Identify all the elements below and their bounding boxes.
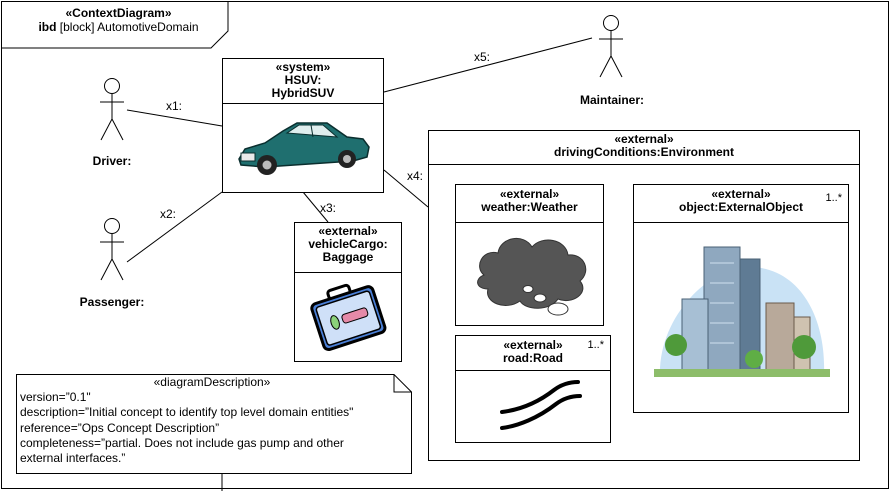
weather-separator [456,222,603,223]
note-line: version=”0.1" [20,390,91,405]
driver-actor-name: Driver: [92,154,132,168]
weather-stereotype: «external» [499,187,560,201]
frame-stereotype: «ContextDiagram» [65,6,172,20]
road-name: road:Road [503,351,563,365]
weather-header: «external» weather:Weather [456,185,603,214]
frame-header: «ContextDiagram» ibd [block] AutomotiveD… [16,6,221,34]
object-stereotype: «external» [711,187,771,201]
connector-x1 [126,109,223,127]
note-line: external interfaces.” [20,451,126,466]
connector-x5-label: x5: [474,50,491,64]
buildings-icon [654,246,830,377]
environment-name: drivingConditions:Environment [554,145,734,159]
vehicle-cargo-block[interactable]: «external» vehicleCargo: Baggage [294,222,402,362]
cloud-icon [477,238,587,316]
car-icon [238,122,370,175]
object-multiplicity: 1..* [825,192,842,204]
cargo-name-line2: Baggage [322,250,374,264]
maintainer-actor-name: Maintainer: [579,93,644,107]
object-name: object:ExternalObject [678,200,804,214]
connector-x2 [126,191,223,263]
passenger-actor-name: Passenger: [79,295,145,309]
road-icon [500,380,582,430]
hsuv-block[interactable]: «system» HSUV: HybridSUV [222,58,384,193]
hsuv-stereotype: «system» [275,60,331,74]
connector-x4 [383,169,429,208]
connector-x2-label: x2: [160,207,177,221]
cargo-name-line1: vehicleCargo: [308,237,388,251]
connector-x4-label: x4: [407,169,424,183]
cargo-separator [295,272,401,273]
hsuv-separator [223,103,383,104]
passenger-actor-icon [100,218,124,281]
hsuv-name-line1: HSUV: [284,73,322,87]
connector-x3-label: x3: [320,201,337,215]
maintainer-actor-icon [599,15,623,78]
road-multiplicity: 1..* [587,339,604,351]
environment-header: «external» drivingConditions:Environment [429,131,859,159]
object-header: «external» object:ExternalObject [634,185,848,214]
weather-block[interactable]: «external» weather:Weather [455,184,604,326]
frame-tab-outline [1,1,229,49]
road-stereotype: «external» [503,338,563,352]
object-separator [634,222,848,223]
note-stereotype: «diagramDescription» [153,375,271,389]
connector-x1-label: x1: [166,99,183,113]
driver-actor-icon [100,78,124,141]
road-block[interactable]: «external» road:Road 1..* [455,335,611,443]
note-outline [16,374,412,474]
hsuv-name-line2: HybridSUV [271,86,335,100]
cargo-stereotype: «external» [318,224,378,238]
road-separator [456,370,610,371]
external-object-block[interactable]: «external» object:ExternalObject 1..* [633,184,849,413]
road-header: «external» road:Road [456,336,610,365]
connector-x3 [302,191,329,223]
environment-stereotype: «external» [614,132,674,146]
suitcase-icon [310,283,387,352]
note-line: completeness=”partial. Does not include … [20,435,344,450]
frame-kind: ibd [38,20,57,34]
connector-x5 [383,37,593,93]
frame-context: [block] AutomotiveDomain [59,20,199,34]
environment-separator [429,164,859,165]
hsuv-header: «system» HSUV: HybridSUV [223,59,383,100]
diagram-description-note: «diagramDescription» version=”0.1" descr… [20,375,404,466]
weather-name: weather:Weather [481,200,578,214]
cargo-header: «external» vehicleCargo: Baggage [295,223,401,264]
note-line: reference=”Ops Concept Description” [20,420,220,435]
note-line: description=”Initial concept to identify… [20,405,354,420]
